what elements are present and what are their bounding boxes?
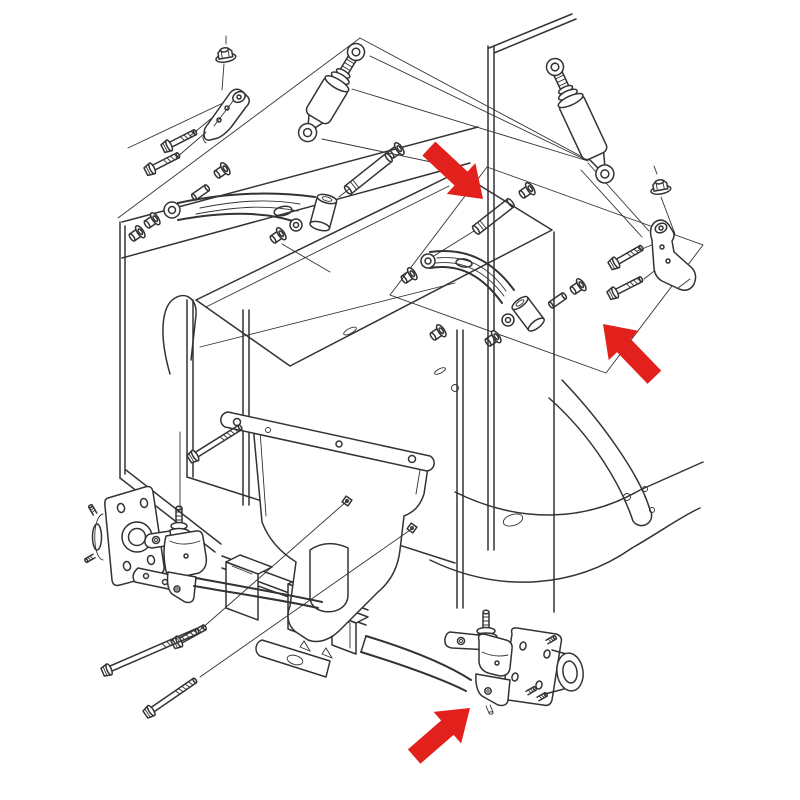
mounting-plate: [255, 639, 331, 678]
red-arrow-upper: [414, 133, 498, 215]
spacer-pin-right: [547, 292, 568, 309]
hub-flange-right: [501, 627, 563, 707]
detail-panel-left: [117, 37, 589, 219]
leader-lines: [175, 35, 676, 678]
control-arm-left: [163, 192, 338, 232]
control-arm-pivot-pin-right: [471, 198, 515, 235]
floor-pan-rails: [429, 379, 704, 583]
skid-shield-bracket: [252, 424, 429, 643]
control-arm-right: [420, 250, 545, 332]
leaf-spring-mount-plate: [220, 411, 435, 472]
shock-absorber-right: [545, 57, 615, 184]
red-arrow-lower: [400, 692, 484, 773]
steering-spindle-hub-left: [83, 485, 323, 609]
shock-absorber-left: [297, 42, 366, 143]
leaf-spring: [360, 635, 472, 692]
red-arrow-middle: [587, 309, 670, 392]
detail-panel-right: [389, 166, 704, 374]
hex-bolts-left: [142, 125, 200, 178]
flange-lock-nut-left: [213, 45, 238, 65]
axle-spindle-hub-right: [444, 609, 584, 715]
shock-mount-bracket-left: [202, 88, 250, 144]
suspension-kit-left: [125, 42, 407, 247]
pivot-pin-left: [343, 152, 393, 195]
hex-bolts-right: [605, 241, 647, 302]
shock-mount-bracket-right: [649, 219, 697, 291]
suspension-kit-right: [397, 57, 697, 350]
flange-lock-nut-right: [648, 177, 673, 197]
